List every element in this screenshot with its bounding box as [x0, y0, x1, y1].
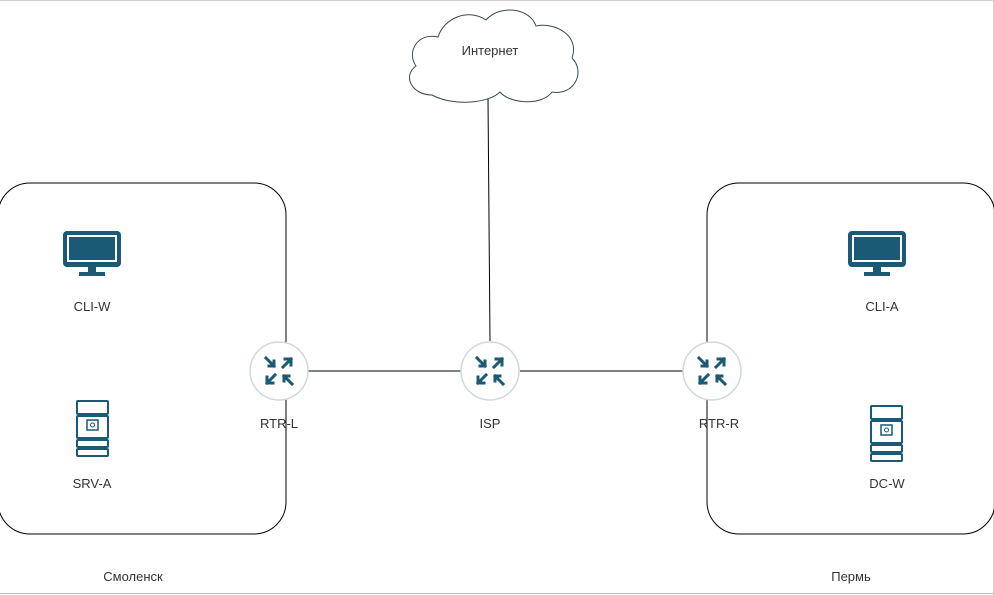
node-label-rtr-l: RTR-L	[259, 416, 299, 431]
server-icon	[76, 400, 109, 457]
link-cloud-isp	[487, 97, 491, 342]
internet-cloud	[409, 9, 579, 103]
node-label-rtr-r: RTR-R	[698, 416, 740, 431]
node-label-srv-a: SRV-A	[72, 476, 112, 491]
node-label-dc-w: DC-W	[869, 476, 905, 491]
node-label-isp: ISP	[479, 416, 501, 431]
node-label-cli-w: CLI-W	[73, 299, 111, 314]
node-label-cli-a: CLI-A	[865, 299, 899, 314]
router-icon	[682, 341, 742, 401]
monitor-icon	[848, 231, 906, 276]
router-icon	[460, 341, 520, 401]
router-icon	[249, 341, 309, 401]
cloud-label: Интернет	[461, 43, 519, 58]
server-icon	[870, 405, 903, 462]
monitor-icon	[63, 231, 121, 276]
site-label-left: Смоленск	[103, 569, 163, 584]
site-label-right: Пермь	[831, 569, 871, 584]
